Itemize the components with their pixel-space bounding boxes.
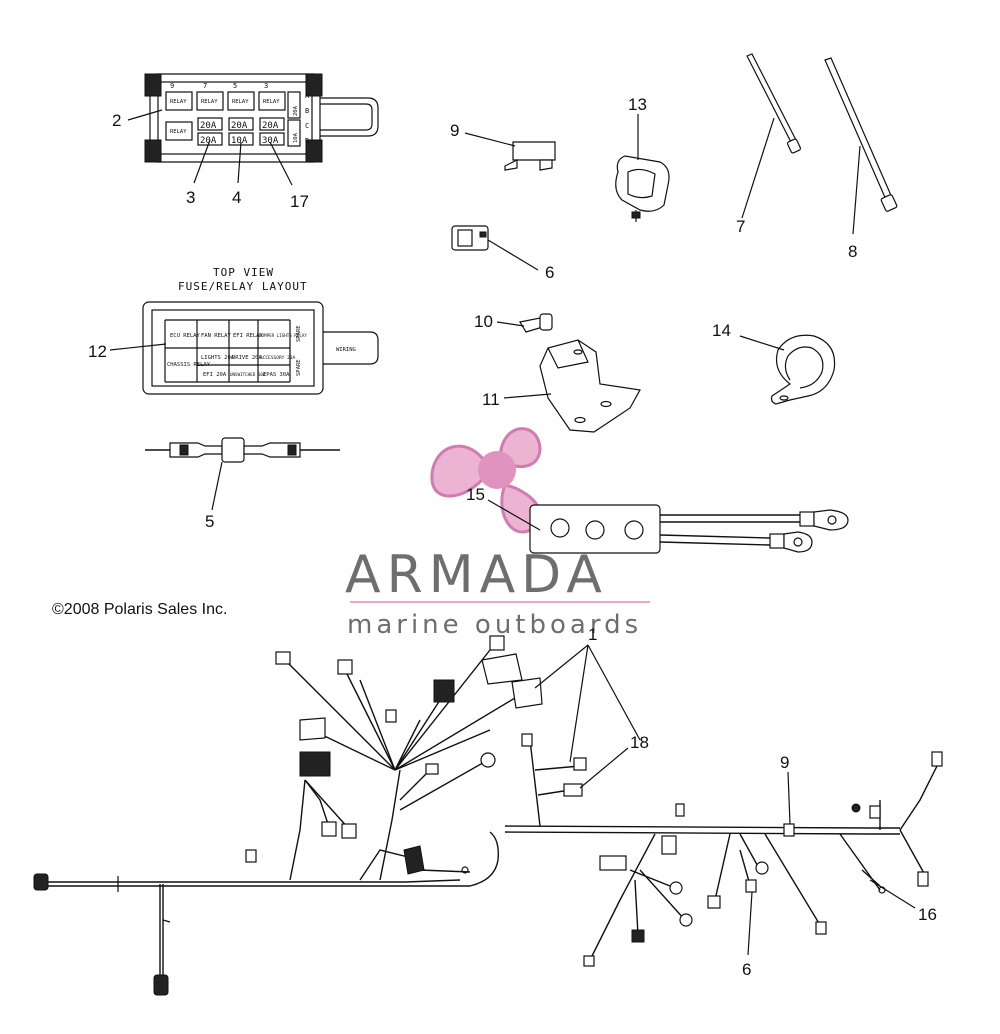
- layout-cell: BUMPER LIGHTS RELAY: [259, 333, 307, 338]
- copyright-text: ©2008 Polaris Sales Inc.: [52, 601, 227, 618]
- fuse-rating: 20A: [262, 121, 279, 131]
- fuse-slots: 20A 20A 20A 20A 10A 30A 20A 10A: [197, 91, 301, 147]
- callout-7: 7: [736, 217, 745, 236]
- callout-16: 14: [712, 321, 731, 340]
- battery-cable-assembly[interactable]: [529, 504, 849, 554]
- layout-cell: ECU RELAY: [170, 333, 200, 339]
- callout-11: 11: [482, 390, 500, 409]
- leader-line: [127, 109, 163, 121]
- leader-line: [569, 644, 589, 763]
- fuse-rating: 20A: [231, 121, 248, 131]
- callout-9: 9: [450, 121, 459, 140]
- callout-5: 5: [205, 512, 214, 531]
- layout-cell: CHASSIS RELAY: [167, 362, 211, 368]
- relay-label: RELAY: [263, 99, 280, 105]
- callout-4: 4: [232, 188, 241, 207]
- leader-line: [852, 145, 861, 235]
- leader-line: [464, 132, 516, 147]
- callout-6-harness: 6: [742, 960, 751, 979]
- layout-cell: EFI 20A: [203, 372, 227, 378]
- callout-14: 12: [88, 342, 107, 361]
- side-fuse-rating: 20A: [293, 105, 299, 116]
- callout-18: 18: [630, 733, 649, 752]
- fuse-box-row-letter: D: [305, 137, 309, 145]
- watermark-tagline: marine outboards: [347, 610, 642, 640]
- relay-label: RELAY: [232, 99, 249, 105]
- leader-line: [487, 499, 541, 531]
- callout-9-harness: 9: [780, 753, 789, 772]
- leader-line: [109, 343, 167, 351]
- armada-watermark: ARMADA marine outboards: [345, 427, 650, 640]
- fuse-rating: 30A: [262, 136, 279, 146]
- fuse-box-slot-number: 9: [170, 82, 174, 90]
- leader-line: [747, 891, 753, 956]
- fuse-box-row-letter: C: [305, 122, 309, 130]
- leader-line: [739, 335, 785, 351]
- small-connector[interactable]: [451, 225, 489, 251]
- leader-line: [211, 461, 223, 511]
- relay-label: RELAY: [170, 129, 187, 135]
- layout-cell: EFI RELAY: [233, 333, 263, 339]
- fuse-relay-layout[interactable]: ECU RELAY FAN RELAY EFI RELAY BUMPER LIG…: [142, 301, 379, 395]
- callout-12: 16: [918, 905, 937, 924]
- callout-2: 2: [112, 111, 121, 130]
- layout-cell: EPAS 30A: [263, 372, 290, 378]
- fuse-box-row-letter: B: [305, 107, 309, 115]
- leader-line: [579, 747, 629, 789]
- fuse-rating: 20A: [200, 121, 217, 131]
- layout-spare: SPARE: [296, 325, 302, 342]
- callout-15: 13: [628, 95, 647, 114]
- side-fuse-rating: 10A: [293, 132, 299, 143]
- fuse-box-row-letter: A: [305, 92, 310, 100]
- main-wiring-harness[interactable]: [33, 635, 943, 996]
- cable-tie-short[interactable]: [746, 53, 802, 154]
- layout-wiring: WIRING: [336, 347, 356, 353]
- layout-title-line2: FUSE/RELAY LAYOUT: [178, 280, 308, 293]
- fuse-box-slot-number: 3: [264, 82, 268, 90]
- leader-line: [741, 117, 775, 219]
- leader-line: [587, 644, 641, 741]
- inline-fuse-holder[interactable]: [145, 437, 340, 463]
- layout-cell: FAN RELAY: [201, 333, 231, 339]
- fuse-rating: 10A: [231, 136, 248, 146]
- callout-1: 1: [588, 625, 597, 644]
- layout-cell: UNSWITCHED 10A: [230, 372, 266, 377]
- leader-line: [487, 239, 539, 271]
- callout-13: 15: [466, 485, 485, 504]
- layout-title-line1: TOP VIEW: [213, 266, 274, 279]
- cable-clamp[interactable]: [770, 334, 836, 405]
- connector-cap[interactable]: [504, 141, 556, 171]
- sensor-connector[interactable]: [615, 155, 670, 222]
- relay-label: RELAY: [170, 99, 187, 105]
- leader-line: [534, 644, 589, 689]
- leader-line: [787, 771, 791, 825]
- layout-cell: ACCESSORY 20A: [260, 355, 296, 361]
- callout-3: 3: [186, 188, 195, 207]
- watermark-brand: ARMADA: [345, 545, 608, 605]
- fuse-rating: 20A: [200, 136, 217, 146]
- relay-label: RELAY: [201, 99, 218, 105]
- layout-spare: SPARE: [296, 359, 302, 376]
- mounting-bracket[interactable]: [539, 339, 641, 433]
- leader-line: [503, 393, 552, 399]
- callout-10: 10: [474, 312, 493, 331]
- leader-line: [869, 879, 916, 909]
- leader-line: [496, 321, 525, 327]
- cable-tie-long[interactable]: [824, 57, 898, 212]
- propeller-logo-icon: [430, 427, 542, 534]
- leader-line: [193, 139, 211, 184]
- fuse-box-slot-number: 7: [203, 82, 207, 90]
- bolt[interactable]: [519, 313, 553, 333]
- callout-6: 6: [545, 263, 554, 282]
- callout-17: 17: [290, 192, 309, 211]
- fuse-box[interactable]: 9 7 5 3 RELAY RELAY RELAY RELAY RELAY 20…: [144, 73, 379, 163]
- leader-line: [237, 141, 242, 184]
- fuse-box-slot-number: 5: [233, 82, 237, 90]
- relay-slots: RELAY RELAY RELAY RELAY RELAY: [165, 91, 286, 141]
- leader-line: [269, 141, 293, 186]
- callout-8: 8: [848, 242, 857, 261]
- layout-cell: DRIVE 20A: [232, 355, 262, 361]
- layout-cell: LIGHTS 20A: [201, 355, 235, 361]
